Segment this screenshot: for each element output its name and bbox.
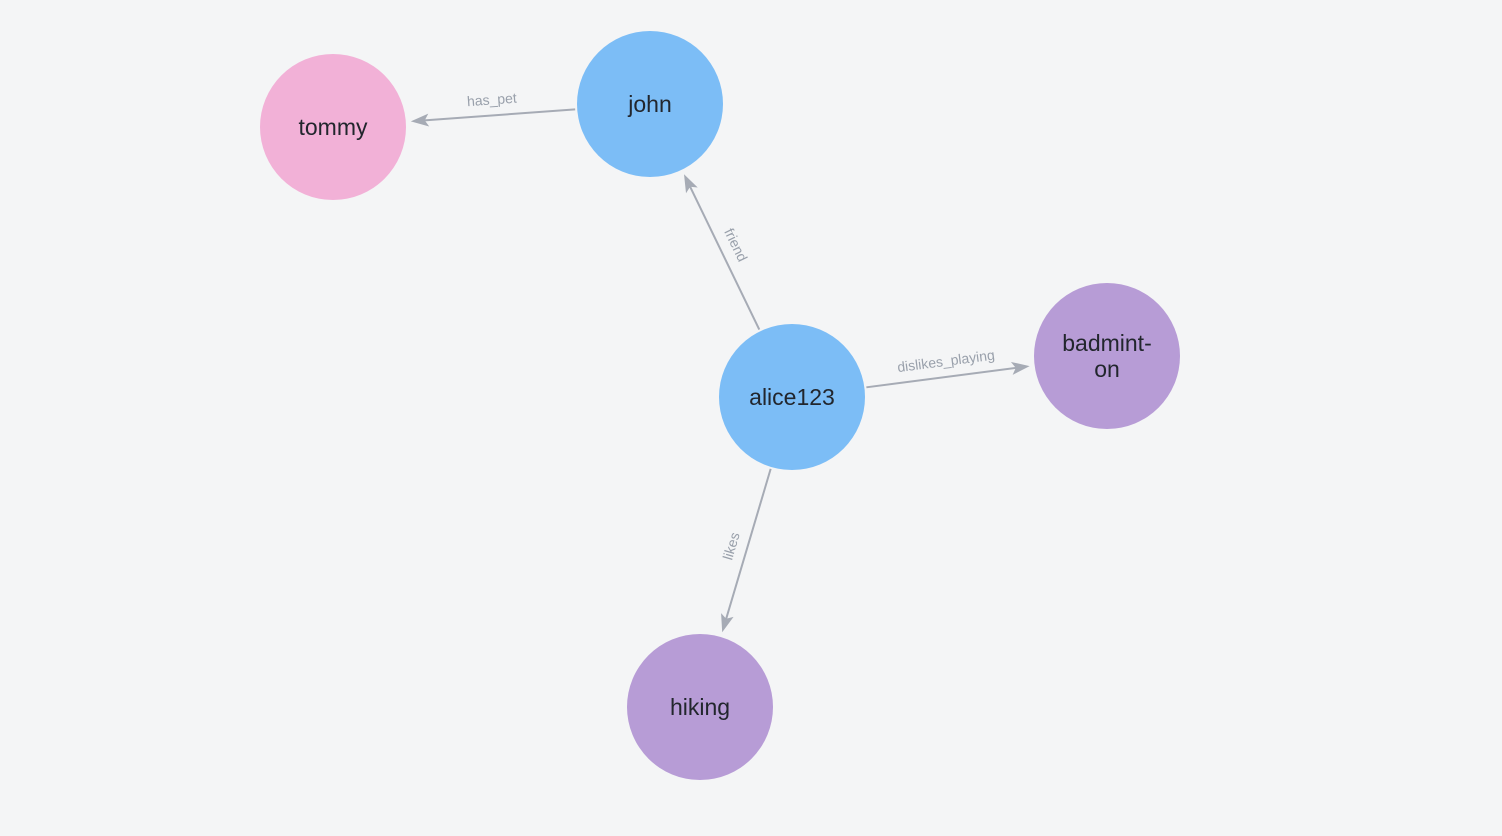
edge-label: has_pet — [466, 90, 517, 110]
node-hiking[interactable]: hiking — [627, 634, 773, 780]
edge-label: likes — [719, 530, 742, 561]
edge-arrowhead-icon — [721, 613, 734, 633]
node-tommy[interactable]: tommy — [260, 54, 406, 200]
edge-line[interactable] — [688, 184, 761, 330]
node-circle[interactable] — [627, 634, 773, 780]
node-circle[interactable] — [260, 54, 406, 200]
edge-dislikes_playing[interactable]: dislikes_playing — [866, 347, 1030, 389]
node-circle[interactable] — [1034, 283, 1180, 429]
node-circle[interactable] — [577, 31, 723, 177]
edge-arrowhead-icon — [684, 174, 698, 194]
edge-line[interactable] — [422, 108, 576, 122]
node-circle[interactable] — [719, 324, 865, 470]
edge-likes[interactable]: likes — [719, 468, 772, 633]
edge-line[interactable] — [866, 366, 1018, 389]
edge-arrowhead-icon — [1010, 361, 1030, 375]
edge-line[interactable] — [724, 468, 772, 622]
node-badminton[interactable]: badmint-on — [1034, 283, 1180, 429]
node-alice123[interactable]: alice123 — [719, 324, 865, 470]
edge-friend[interactable]: friend — [684, 174, 761, 330]
edge-label: dislikes_playing — [896, 347, 995, 376]
node-john[interactable]: john — [577, 31, 723, 177]
edge-arrowhead-icon — [410, 113, 430, 127]
edge-has_pet[interactable]: has_pet — [410, 90, 576, 127]
